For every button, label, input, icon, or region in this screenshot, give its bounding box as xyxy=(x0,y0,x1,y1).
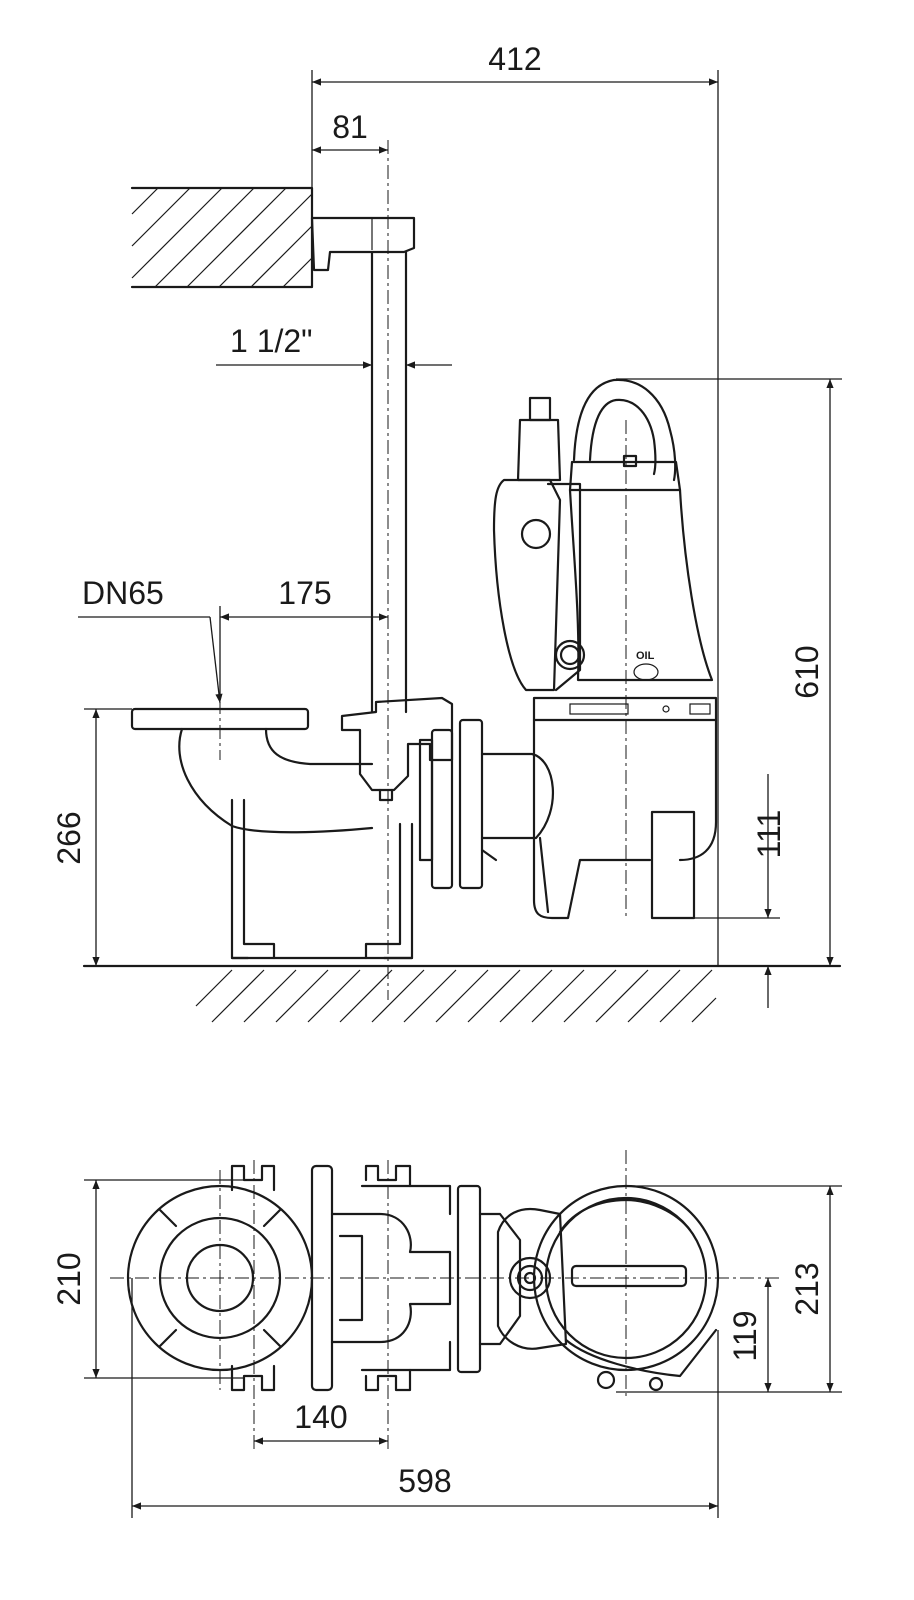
dim-119-label: 119 xyxy=(727,1310,763,1361)
dim-pipe-size-label: 1 1/2" xyxy=(230,323,313,359)
dim-610-label: 610 xyxy=(789,645,825,698)
elevation-view: OIL 412 81 xyxy=(51,41,842,1023)
dim-140: 140 xyxy=(254,1399,388,1445)
floor-hatch xyxy=(82,964,842,1023)
dim-266-label: 266 xyxy=(51,811,87,864)
dim-111-label: 111 xyxy=(751,810,787,859)
dim-81: 81 xyxy=(312,109,388,154)
dn65-leader: DN65 xyxy=(78,575,223,704)
dim-210-label: 210 xyxy=(51,1252,87,1305)
plan-view: 210 213 119 140 598 xyxy=(51,1150,842,1518)
dim-610: 610 xyxy=(616,378,842,966)
duckfoot-bend xyxy=(130,696,555,960)
dim-412: 412 xyxy=(311,41,719,966)
dim-210: 210 xyxy=(51,1179,244,1379)
dim-598-label: 598 xyxy=(398,1463,451,1499)
dim-598: 598 xyxy=(131,1278,719,1518)
wall-hatch xyxy=(130,186,314,289)
dim-175: 175 xyxy=(219,575,388,700)
dim-213-label: 213 xyxy=(789,1262,825,1315)
dim-81-label: 81 xyxy=(332,109,368,145)
dim-266: 266 xyxy=(51,708,132,966)
plan-feet xyxy=(230,1160,412,1450)
dim-140-label: 140 xyxy=(294,1399,347,1435)
upper-guide-bracket xyxy=(310,216,416,272)
dn65-label: DN65 xyxy=(82,575,164,611)
plan-base-flange xyxy=(110,1170,330,1390)
guide-pipe xyxy=(370,140,408,1000)
dim-111: 111 xyxy=(694,774,787,1008)
plan-pump xyxy=(340,1150,780,1400)
dim-213: 213 xyxy=(616,1185,842,1393)
oil-label: OIL xyxy=(636,650,655,662)
dim-412-label: 412 xyxy=(488,41,541,77)
pump-body: OIL xyxy=(492,378,718,920)
dim-pipe-size: 1 1/2" xyxy=(216,323,452,369)
dim-175-label: 175 xyxy=(278,575,331,611)
dim-119: 119 xyxy=(727,1278,772,1392)
